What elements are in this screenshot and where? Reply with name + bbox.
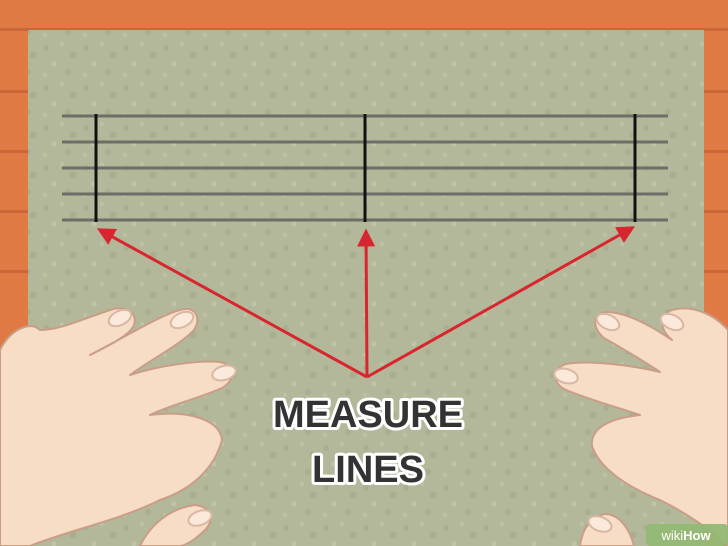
logo-suffix: How: [683, 528, 711, 543]
hand-icon: [553, 307, 728, 546]
arrow-up-icon: [357, 228, 376, 378]
fingernail: [553, 367, 579, 385]
hand-icon: [0, 307, 237, 546]
fingernail: [595, 312, 621, 332]
pointer-arrows: [96, 226, 636, 379]
fingernail: [187, 509, 213, 527]
caption-line-2: LINES: [312, 449, 424, 491]
caption: MEASURE LINES: [270, 391, 466, 494]
logo-prefix: wiki: [660, 528, 683, 543]
fingernail: [169, 310, 195, 330]
barlines: [94, 114, 637, 222]
wikihow-logo: wikiHow: [646, 524, 728, 546]
caption-line-1: MEASURE: [273, 394, 463, 436]
arrow-up-icon: [366, 226, 636, 379]
fingernail: [211, 364, 237, 382]
arrow-up-icon: [96, 228, 368, 379]
fingernail: [659, 312, 685, 332]
svg-text:wikiHow: wikiHow: [660, 528, 711, 543]
fingernail: [107, 308, 133, 328]
fingernail: [587, 515, 613, 533]
